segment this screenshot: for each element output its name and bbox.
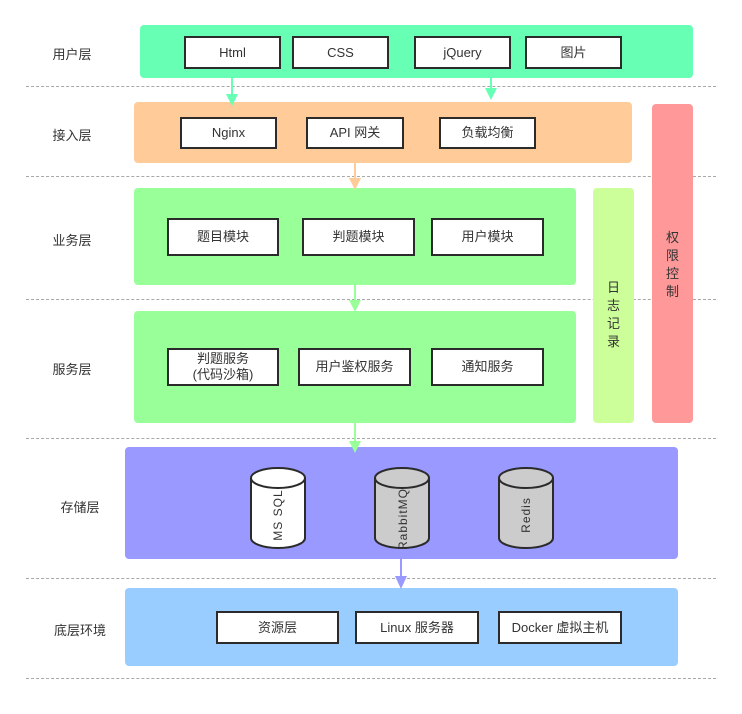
permission-char-4: 制 — [665, 284, 679, 299]
permission-char-3: 控 — [665, 266, 679, 281]
logging-char-1: 日 — [606, 280, 620, 295]
node-resource-layer[interactable]: 资源层 — [216, 611, 339, 644]
layer-label-access: 接入层 — [52, 128, 92, 143]
cylinder-redis[interactable]: Redis — [497, 466, 555, 550]
arrow-business-to-service — [349, 285, 361, 312]
node-images[interactable]: 图片 — [525, 36, 622, 69]
node-docker-host[interactable]: Docker 虚拟主机 — [498, 611, 622, 644]
arrow-user-to-nginx — [226, 78, 238, 106]
queue-icon — [374, 467, 430, 549]
node-jquery[interactable]: jQuery — [414, 36, 511, 69]
logging-char-3: 记 — [606, 316, 620, 331]
layer-label-business: 业务层 — [52, 233, 92, 248]
logging-char-4: 录 — [606, 334, 620, 349]
database-icon — [250, 467, 306, 549]
node-user-module[interactable]: 用户模块 — [431, 218, 544, 256]
node-problem-module[interactable]: 题目模块 — [167, 218, 279, 256]
logging-char-2: 志 — [606, 298, 620, 313]
permission-label: 权 限 控 制 — [652, 225, 693, 305]
node-api-gateway[interactable]: API 网关 — [306, 117, 404, 149]
node-html[interactable]: Html — [184, 36, 281, 69]
arrow-service-to-storage — [349, 423, 361, 453]
node-load-balancer[interactable]: 负载均衡 — [439, 117, 536, 149]
separator-6 — [26, 678, 716, 679]
node-nginx[interactable]: Nginx — [180, 117, 277, 149]
separator-2 — [26, 176, 716, 177]
permission-char-2: 限 — [665, 248, 679, 263]
logging-label: 日 志 记 录 — [593, 275, 634, 355]
layer-label-service: 服务层 — [52, 362, 92, 377]
separator-4 — [26, 438, 716, 439]
arrow-access-to-business — [349, 163, 361, 190]
permission-char-1: 权 — [665, 230, 679, 245]
cylinder-rabbitmq[interactable]: RabbitMQ — [373, 466, 431, 550]
arrow-storage-to-infra — [395, 559, 407, 589]
logging-panel — [593, 188, 634, 423]
arrow-user-to-lb — [485, 78, 497, 100]
separator-1 — [26, 86, 716, 87]
layer-label-user: 用户层 — [52, 47, 92, 62]
separator-3 — [26, 299, 716, 300]
permission-panel — [652, 104, 693, 423]
node-css[interactable]: CSS — [292, 36, 389, 69]
cache-icon — [498, 467, 554, 549]
layer-label-infra: 底层环境 — [53, 623, 106, 638]
node-auth-service[interactable]: 用户鉴权服务 — [298, 348, 411, 386]
cylinder-mssql[interactable]: MS SQL — [249, 466, 307, 550]
node-linux-server[interactable]: Linux 服务器 — [355, 611, 479, 644]
node-judge-module[interactable]: 判题模块 — [302, 218, 415, 256]
node-notify-service[interactable]: 通知服务 — [431, 348, 544, 386]
layer-label-storage: 存储层 — [60, 500, 100, 515]
separator-5 — [26, 578, 716, 579]
node-judge-service[interactable]: 判题服务 (代码沙箱) — [167, 348, 279, 386]
